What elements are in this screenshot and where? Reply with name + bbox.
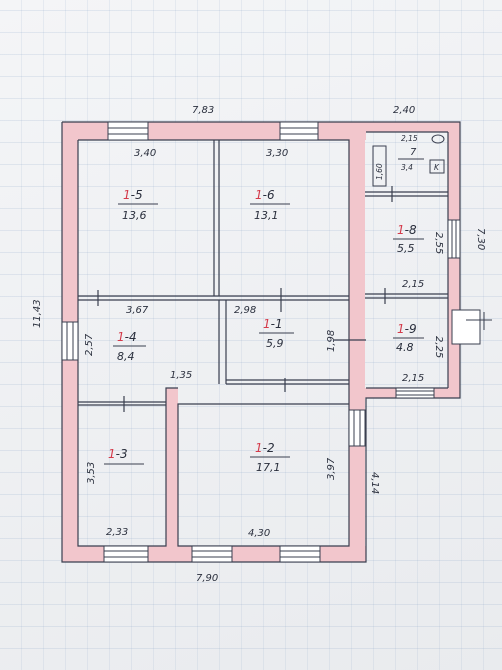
window-bottom-3: [279, 545, 321, 563]
room-1-2-dim-bottom: 4,30: [248, 528, 270, 539]
room-1-9-dim-bottom: 2,15: [402, 373, 424, 384]
room-1-1-dim-right: 1,98: [326, 330, 337, 352]
dim-right-annex: 7,30: [475, 228, 486, 250]
room-1-2-dim-corridor: 1,35: [170, 370, 192, 381]
room-1-5: 3,40 1-5 13,6: [118, 148, 158, 222]
room-1-1-number: 1-1: [263, 317, 283, 331]
room-1-6: 3,30 1-6 13,1: [250, 148, 290, 222]
room-7-side-dim: 1,60: [375, 163, 384, 180]
room-7-k-mark: K: [434, 163, 440, 172]
room-1-8-area: 5,5: [397, 242, 415, 255]
entrance: [451, 309, 492, 345]
dim-right-lower: 4,14: [369, 472, 380, 494]
room-7: 2,15 7 3,4 1,60 K: [375, 134, 440, 180]
room-1-8-dim-bottom: 2,15: [402, 279, 424, 290]
room-1-1-dim-top: 2,98: [234, 305, 256, 316]
room-1-3: 3,53 1-3 2,33: [86, 447, 144, 538]
room-1-8-number: 1-8: [397, 223, 417, 237]
window-top-left: [107, 121, 149, 141]
window-annex-right: [447, 219, 461, 259]
room-1-4-dim-top: 3,67: [126, 305, 149, 316]
room-1-2-number: 1-2: [255, 441, 275, 455]
room-1-4: 3,67 2,57 1-4 8,4: [84, 305, 149, 363]
room-1-6-area: 13,1: [254, 209, 279, 222]
room-1-2-dim-right: 3,97: [326, 457, 337, 480]
room-1-9-dim-right: 2,25: [433, 336, 444, 358]
room-1-4-area: 8,4: [117, 350, 135, 363]
dim-left: 11,43: [32, 299, 43, 328]
room-1-5-number: 1-5: [123, 188, 143, 202]
room-1-9: 1-9 4.8 2,25 2,15: [393, 322, 444, 384]
room-1-9-number: 1-9: [397, 322, 417, 336]
room-1-6-number: 1-6: [255, 188, 275, 202]
room-7-number: 7: [410, 147, 417, 158]
room-1-4-dim-left: 2,57: [84, 333, 95, 356]
window-left: [61, 321, 79, 361]
window-bottom-2: [191, 545, 233, 563]
room-1-4-number: 1-4: [117, 330, 137, 344]
room-1-1-area: 5,9: [266, 337, 284, 350]
boiler-icon: [429, 159, 445, 174]
window-annex-bottom: [395, 387, 435, 399]
windows: [61, 121, 461, 563]
room-1-5-dim-top: 3,40: [134, 148, 156, 159]
room-1-8-dim-right: 2,55: [433, 232, 444, 254]
room-1-1: 2,98 1-1 5,9 1,98: [234, 305, 337, 352]
room-1-8: 1-8 5,5 2,55 2,15: [393, 223, 444, 290]
bathroom-fixtures: [372, 134, 445, 187]
room-1-3-number: 1-3: [108, 447, 128, 461]
room-7-area: 3,4: [401, 163, 413, 172]
room-1-3-dim-left: 3,53: [86, 462, 97, 484]
room-1-2-area: 17,1: [256, 461, 281, 474]
bathtub-icon: [372, 145, 387, 187]
dim-top-main: 7,83: [192, 105, 214, 116]
room-7-dim-top: 2,15: [401, 134, 418, 143]
room-1-6-dim-top: 3,30: [266, 148, 288, 159]
room-1-5-area: 13,6: [122, 209, 147, 222]
toilet-icon: [431, 134, 445, 144]
room-1-2: 1,35 1-2 17,1 3,97 4,30: [170, 370, 337, 539]
dim-bottom: 7,90: [196, 573, 218, 584]
window-bottom-1: [103, 545, 149, 563]
room-1-9-area: 4.8: [396, 341, 414, 354]
dim-top-annex: 2,40: [393, 105, 415, 116]
window-right-lower: [348, 409, 366, 447]
room-1-3-dim-bottom: 2,33: [106, 527, 128, 538]
window-top-right: [279, 121, 319, 141]
